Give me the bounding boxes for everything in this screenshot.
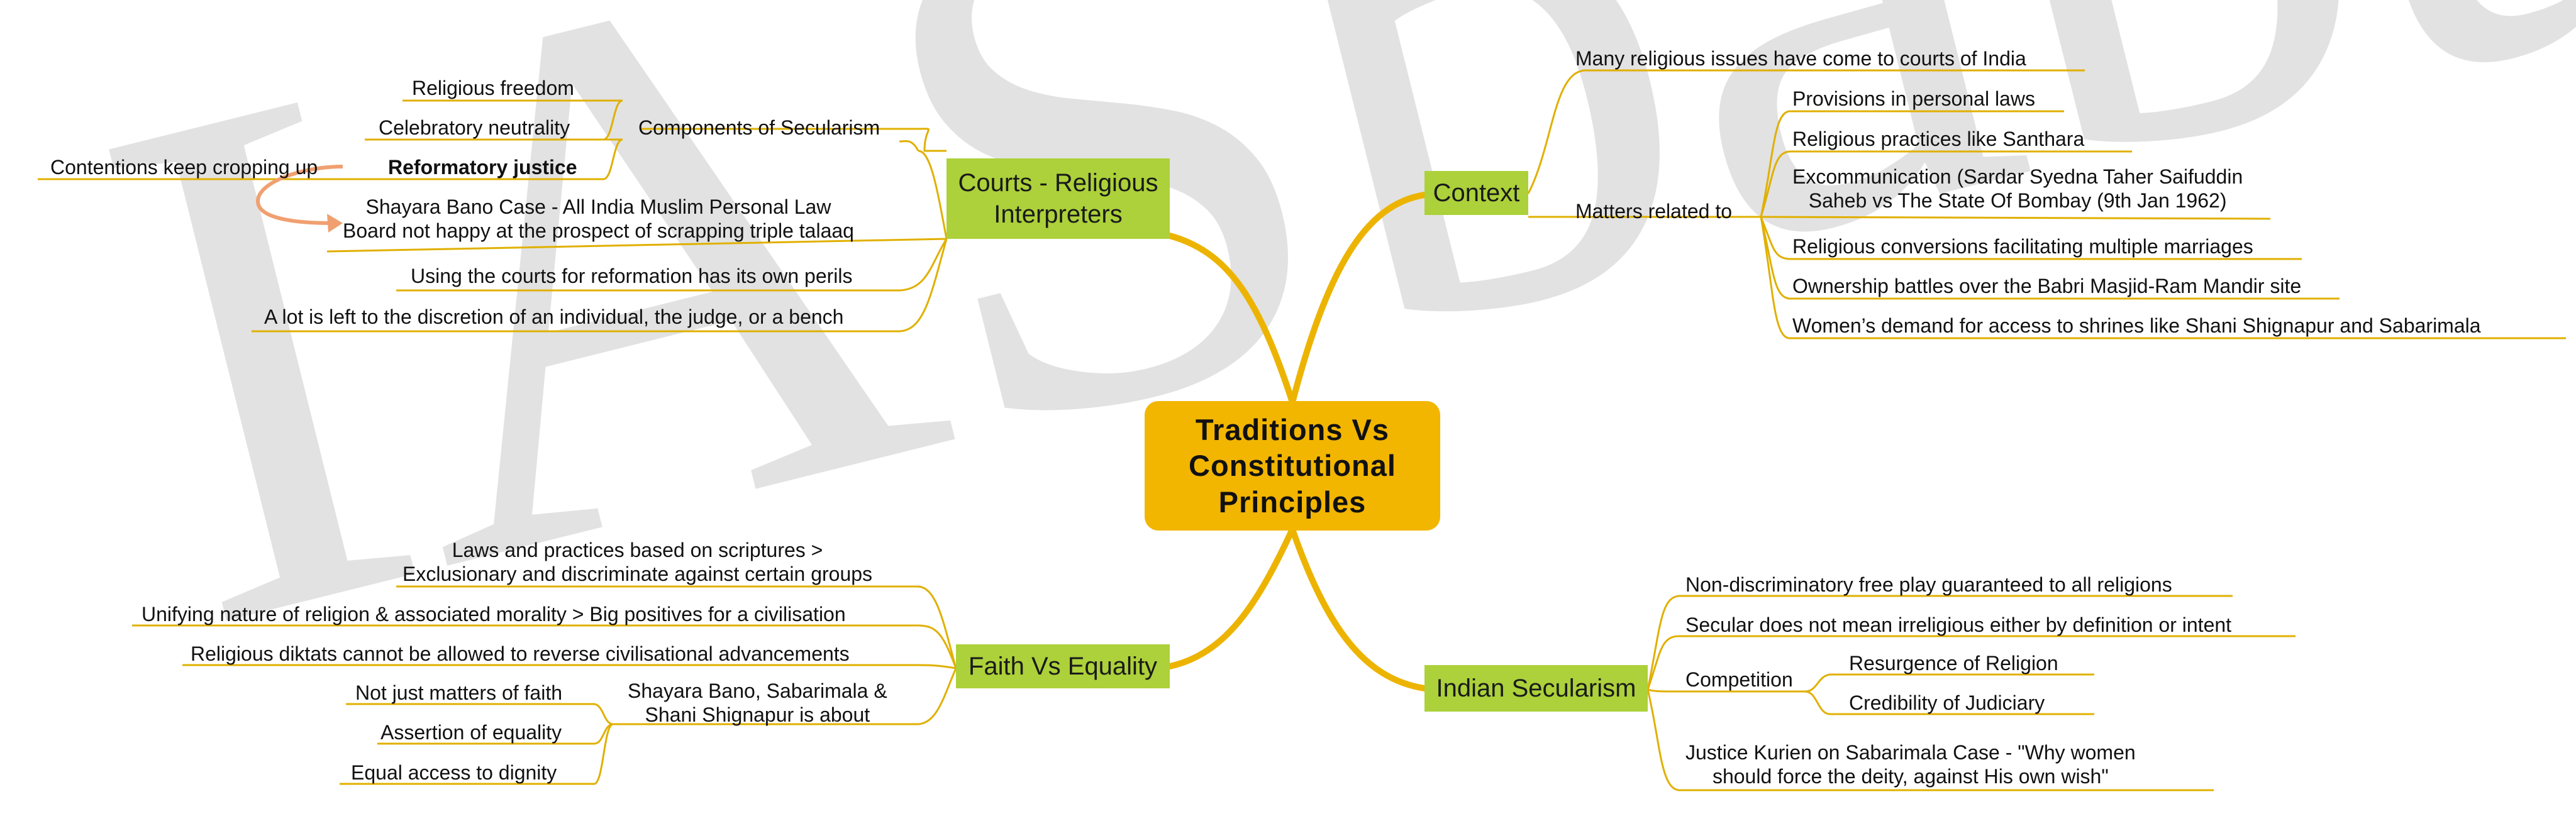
- topic-secularism-label: Indian Secularism: [1436, 675, 1636, 702]
- context-matters-label[interactable]: Matters related to: [1575, 200, 1732, 223]
- context-matter-4[interactable]: Ownership battles over the Babri Masjid-…: [1792, 275, 2302, 297]
- faith-laws[interactable]: Laws and practices based on scriptures >…: [402, 539, 873, 586]
- branch-faith: [1167, 526, 1296, 669]
- courts-contentions[interactable]: Contentions keep cropping up: [50, 156, 318, 179]
- topic-context[interactable]: Context: [1424, 171, 1528, 215]
- secularism-competition-0[interactable]: Resurgence of Religion: [1849, 652, 2058, 675]
- topic-faith-label: Faith Vs Equality: [968, 653, 1158, 680]
- context-matter-1[interactable]: Religious practices like Santhara: [1792, 128, 2085, 150]
- secularism-competition-label[interactable]: Competition: [1685, 668, 1793, 691]
- topic-secularism[interactable]: Indian Secularism: [1424, 665, 1648, 712]
- faith-about-label[interactable]: Shayara Bano, Sabarimala & Shani Shignap…: [628, 680, 887, 727]
- branch-context: [1289, 192, 1428, 405]
- context-matter-2[interactable]: Excommunication (Sardar Syedna Taher Sai…: [1792, 165, 2243, 212]
- arrow-head: [327, 214, 343, 233]
- reformatory-arrow: [255, 165, 343, 225]
- courts-perils[interactable]: Using the courts for reformation has its…: [411, 265, 853, 287]
- courts-discretion[interactable]: A lot is left to the discretion of an in…: [264, 306, 844, 328]
- courts-component-0[interactable]: Religious freedom: [412, 77, 574, 99]
- secularism-secular-not[interactable]: Secular does not mean irreligious either…: [1685, 614, 2232, 636]
- faith-about-1[interactable]: Assertion of equality: [380, 721, 562, 744]
- faith-about-0[interactable]: Not just matters of faith: [355, 681, 563, 704]
- secularism-kurien[interactable]: Justice Kurien on Sabarimala Case - "Why…: [1685, 741, 2136, 788]
- topic-courts[interactable]: Courts - Religious Interpreters: [947, 158, 1170, 239]
- courts-component-2[interactable]: Reformatory justice: [388, 156, 577, 179]
- courts-shayara[interactable]: Shayara Bano Case - All India Muslim Per…: [343, 195, 854, 243]
- topic-courts-label: Courts - Religious Interpreters: [958, 169, 1158, 228]
- faith-unifying[interactable]: Unifying nature of religion & associated…: [142, 603, 846, 625]
- topic-faith[interactable]: Faith Vs Equality: [956, 644, 1170, 688]
- context-matter-5[interactable]: Women’s demand for access to shrines lik…: [1792, 314, 2481, 337]
- secularism-nondiscriminatory[interactable]: Non-discriminatory free play guaranteed …: [1685, 573, 2172, 596]
- branch-secularism: [1289, 526, 1428, 691]
- context-matter-0[interactable]: Provisions in personal laws: [1792, 87, 2035, 110]
- secularism-competition-1[interactable]: Credibility of Judiciary: [1849, 691, 2045, 714]
- faith-about-2[interactable]: Equal access to dignity: [351, 761, 557, 784]
- central-topic[interactable]: Traditions Vs Constitutional Principles: [1145, 401, 1440, 531]
- branch-courts: [1167, 233, 1296, 405]
- faith-diktats[interactable]: Religious diktats cannot be allowed to r…: [191, 642, 850, 665]
- topic-context-label: Context: [1433, 179, 1520, 207]
- courts-components-label[interactable]: Components of Secularism: [638, 116, 880, 139]
- courts-component-1[interactable]: Celebratory neutrality: [379, 116, 570, 139]
- context-matter-3[interactable]: Religious conversions facilitating multi…: [1792, 235, 2253, 258]
- context-many-issues[interactable]: Many religious issues have come to court…: [1575, 47, 2026, 70]
